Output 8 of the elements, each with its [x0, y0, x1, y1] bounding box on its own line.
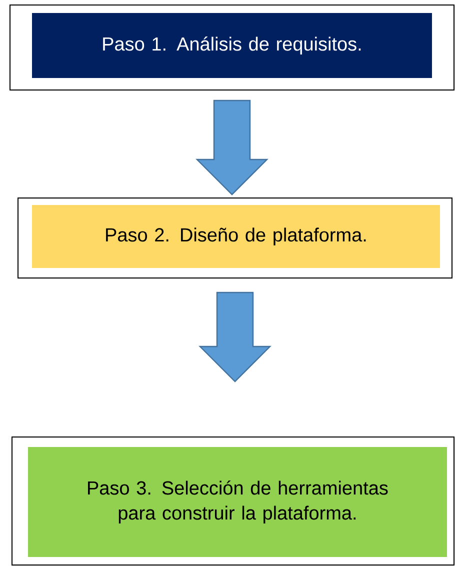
step-box: Paso 1. Análisis de requisitos. — [32, 13, 432, 78]
block-arrow — [196, 100, 268, 196]
step-box: Paso 2. Diseño de plataforma. — [32, 205, 440, 268]
frame-box — [12, 436, 454, 566]
step-box: Paso 3. Selección de herramientas para construir la plataforma. — [28, 447, 447, 557]
frame-box — [18, 198, 452, 278]
frame-box — [10, 4, 454, 90]
block-arrow — [198, 292, 272, 382]
